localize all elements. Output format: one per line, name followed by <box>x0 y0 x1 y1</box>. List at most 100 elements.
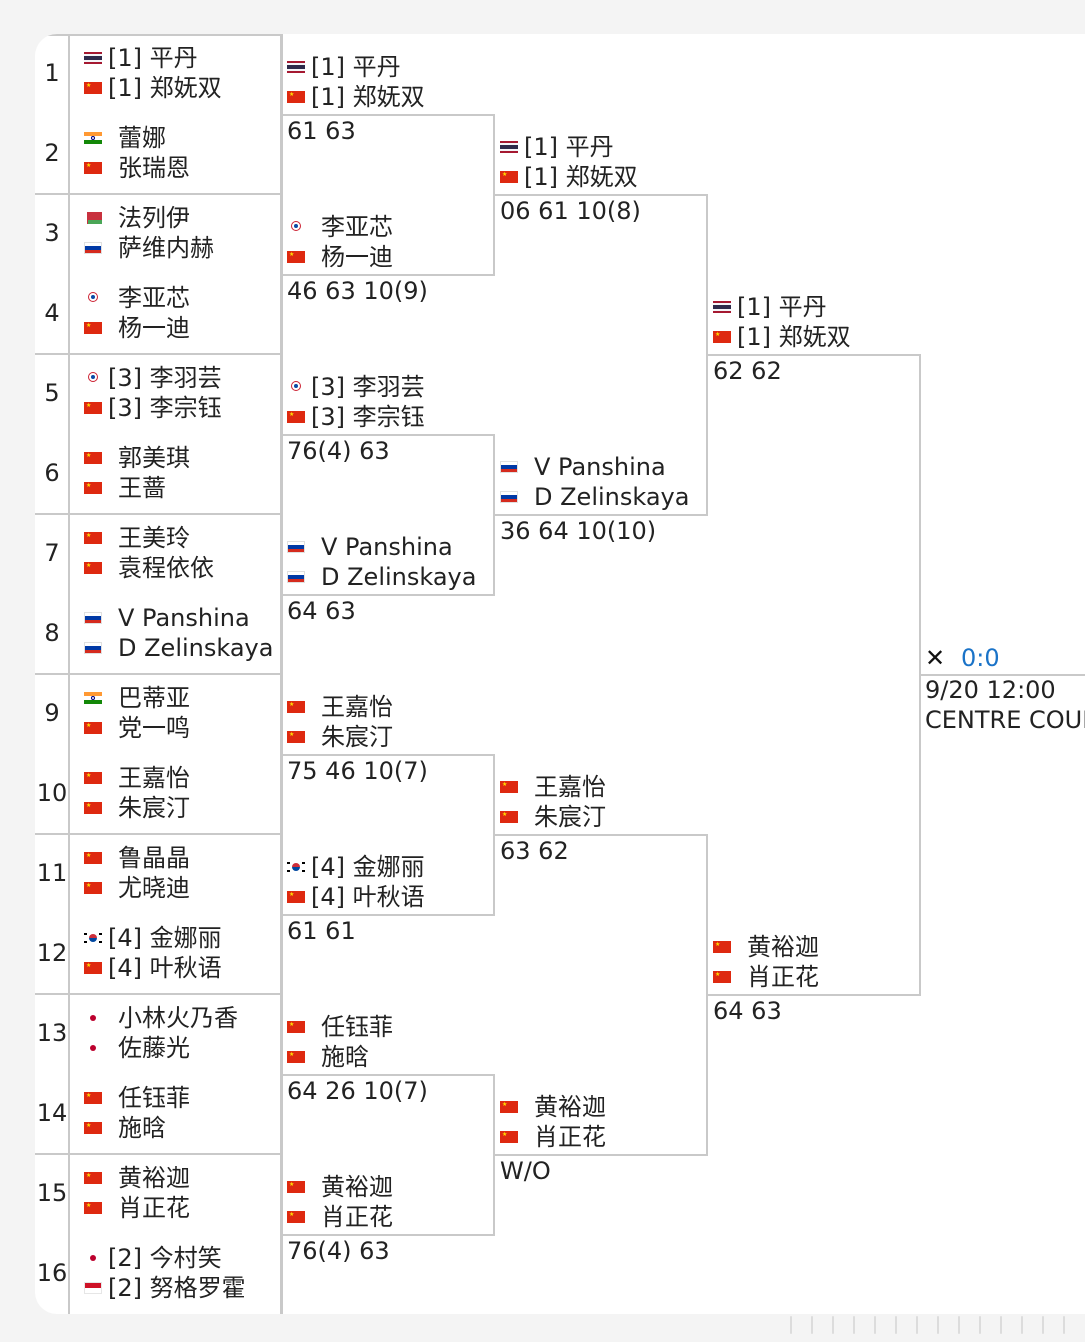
round4-player[interactable]: [1] 郑妩双 <box>737 322 851 352</box>
round1-player[interactable]: 黄裕迦 <box>118 1163 190 1193</box>
round2-player[interactable]: 任钰菲 <box>321 1012 393 1042</box>
scrollbar-tick <box>916 1316 918 1334</box>
round2-player[interactable]: [1] 郑妩双 <box>311 82 425 112</box>
round1-player[interactable]: 萨维内赫 <box>118 233 214 263</box>
round2-player[interactable]: [4] 金娜丽 <box>311 852 425 882</box>
player-name-text: V Panshina <box>534 453 666 481</box>
round1-player[interactable]: 佐藤光 <box>118 1033 190 1063</box>
round2-player[interactable]: 朱宸汀 <box>321 722 393 752</box>
round1-player[interactable]: 李亚芯 <box>118 283 190 313</box>
round3-player[interactable]: [1] 郑妩双 <box>524 162 638 192</box>
scrollbar-tick <box>811 1316 813 1334</box>
match-score[interactable]: 36 64 10(10) <box>500 517 657 545</box>
player-name-text: 小林火乃香 <box>118 1004 238 1032</box>
thailand-flag-icon <box>500 141 518 153</box>
round2-player[interactable]: 杨一迪 <box>321 242 393 272</box>
seed-label: [1] <box>108 74 142 102</box>
round3-player[interactable]: V Panshina <box>534 452 666 482</box>
round4-player[interactable]: [1] 平丹 <box>737 292 827 322</box>
russia-flag-icon <box>500 461 518 473</box>
round1-player[interactable]: [4] 叶秋语 <box>108 953 222 983</box>
round3-player[interactable]: D Zelinskaya <box>534 482 689 512</box>
round1-player[interactable]: 杨一迪 <box>118 313 190 343</box>
russia-flag-icon <box>84 242 102 254</box>
bracket-line <box>495 514 708 516</box>
round2-player[interactable]: 王嘉怡 <box>321 692 393 722</box>
round1-player[interactable]: V Panshina <box>118 603 250 633</box>
round1-player[interactable]: [2] 努格罗霍 <box>108 1273 246 1303</box>
round1-player[interactable]: 郭美琪 <box>118 443 190 473</box>
match-score[interactable]: 64 26 10(7) <box>287 1077 428 1105</box>
round2-player[interactable]: 李亚芯 <box>321 212 393 242</box>
chinese-taipei-flag-icon <box>84 372 102 384</box>
final-score-link[interactable]: 0:0 <box>961 644 1000 672</box>
round1-player[interactable]: 袁程依依 <box>118 553 214 583</box>
round4-player[interactable]: 肖正花 <box>747 962 819 992</box>
round1-player[interactable]: D Zelinskaya <box>118 633 273 663</box>
match-score[interactable]: 75 46 10(7) <box>287 757 428 785</box>
match-score[interactable]: W/O <box>500 1157 551 1185</box>
bracket-line <box>708 994 921 996</box>
russia-flag-icon <box>287 571 305 583</box>
china-flag-icon: ★ <box>84 1122 102 1134</box>
match-score[interactable]: 61 63 <box>287 117 356 145</box>
seed-label: [3] <box>311 403 345 431</box>
bracket-line <box>35 993 280 995</box>
round2-player[interactable]: 施晗 <box>321 1042 369 1072</box>
round2-player[interactable]: [4] 叶秋语 <box>311 882 425 912</box>
china-flag-icon: ★ <box>287 91 305 103</box>
bracket-line <box>495 194 708 196</box>
round2-player[interactable]: V Panshina <box>321 532 453 562</box>
round1-player[interactable]: 王蔷 <box>118 473 166 503</box>
match-score[interactable]: 76(4) 63 <box>287 1237 390 1265</box>
round1-player[interactable]: 朱宸汀 <box>118 793 190 823</box>
match-score[interactable]: 46 63 10(9) <box>287 277 428 305</box>
match-score[interactable]: 76(4) 63 <box>287 437 390 465</box>
horizontal-scrollbar[interactable] <box>790 1316 1080 1334</box>
round1-player[interactable]: [3] 李宗钰 <box>108 393 222 423</box>
crossed-rackets-icon: ✕ <box>925 644 946 672</box>
round1-player[interactable]: [1] 郑妩双 <box>108 73 222 103</box>
round1-player[interactable]: 施晗 <box>118 1113 166 1143</box>
round1-player[interactable]: 鲁晶晶 <box>118 843 190 873</box>
round3-player[interactable]: 肖正花 <box>534 1122 606 1152</box>
china-flag-icon: ★ <box>287 1051 305 1063</box>
round1-player[interactable]: [2] 今村笑 <box>108 1243 222 1273</box>
round3-player[interactable]: 黄裕迦 <box>534 1092 606 1122</box>
round2-player[interactable]: 肖正花 <box>321 1202 393 1232</box>
round1-player[interactable]: [3] 李羽芸 <box>108 363 222 393</box>
match-score[interactable]: 61 61 <box>287 917 356 945</box>
match-score[interactable]: 64 63 <box>713 997 782 1025</box>
round1-player[interactable]: [1] 平丹 <box>108 43 198 73</box>
round1-player[interactable]: 王嘉怡 <box>118 763 190 793</box>
round1-player[interactable]: 党一鸣 <box>118 713 190 743</box>
match-score[interactable]: 64 63 <box>287 597 356 625</box>
player-name-text: 平丹 <box>565 133 614 161</box>
match-score[interactable]: 06 61 10(8) <box>500 197 641 225</box>
round3-player[interactable]: 王嘉怡 <box>534 772 606 802</box>
japan-flag-icon <box>84 1012 102 1024</box>
round1-player[interactable]: 尤晓迪 <box>118 873 190 903</box>
round2-player[interactable]: [3] 李羽芸 <box>311 372 425 402</box>
round4-player[interactable]: 黄裕迦 <box>747 932 819 962</box>
round2-player[interactable]: [1] 平丹 <box>311 52 401 82</box>
round1-player[interactable]: 张瑞恩 <box>118 153 190 183</box>
round2-player[interactable]: 黄裕迦 <box>321 1172 393 1202</box>
round3-player[interactable]: [1] 平丹 <box>524 132 614 162</box>
round3-player[interactable]: 朱宸汀 <box>534 802 606 832</box>
round1-player[interactable]: [4] 金娜丽 <box>108 923 222 953</box>
match-score[interactable]: 62 62 <box>713 357 782 385</box>
japan-flag-icon <box>84 1252 102 1264</box>
round1-player[interactable]: 巴蒂亚 <box>118 683 190 713</box>
round2-player[interactable]: [3] 李宗钰 <box>311 402 425 432</box>
round2-player[interactable]: D Zelinskaya <box>321 562 476 592</box>
round1-player[interactable]: 王美玲 <box>118 523 190 553</box>
round1-player[interactable]: 法列伊 <box>118 203 190 233</box>
china-flag-icon: ★ <box>84 1202 102 1214</box>
match-score[interactable]: 63 62 <box>500 837 569 865</box>
round1-player[interactable]: 小林火乃香 <box>118 1003 238 1033</box>
round1-player[interactable]: 蕾娜 <box>118 123 166 153</box>
round1-player[interactable]: 肖正花 <box>118 1193 190 1223</box>
player-name-text: 任钰菲 <box>118 1084 190 1112</box>
round1-player[interactable]: 任钰菲 <box>118 1083 190 1113</box>
